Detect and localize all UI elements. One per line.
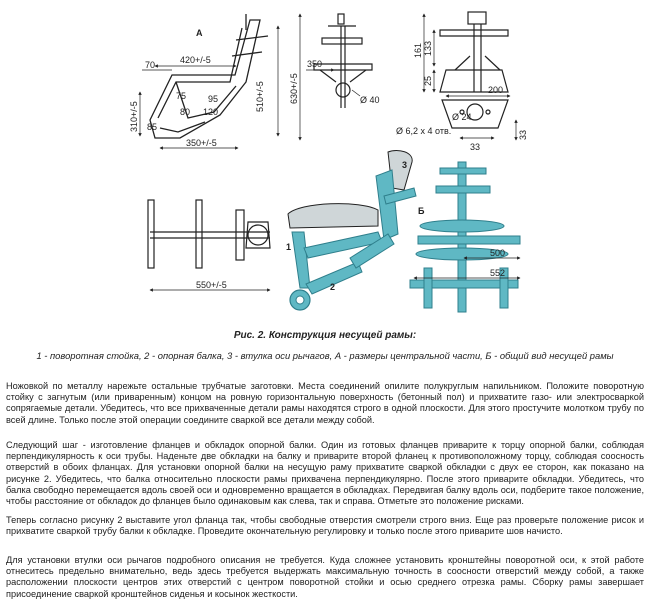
dim-350-bottom: 350+/-5: [186, 138, 217, 148]
label-b: Б: [418, 206, 425, 216]
drawing-frame-3d: [287, 149, 417, 311]
dim-133: 133: [423, 41, 433, 56]
dim-75: 75: [176, 91, 186, 101]
drawing-a-side-frame: [149, 14, 269, 139]
paragraph-flange-angle: Теперь согласно рисунку 2 выставите угол…: [6, 515, 644, 537]
dim-550: 550+/-5: [196, 280, 227, 290]
drawing-axle-beam: [147, 199, 271, 269]
dim-33-side: 33: [518, 130, 528, 140]
dim-d24: Ø 24: [452, 112, 472, 122]
dim-310: 310+/-5: [129, 101, 139, 132]
paragraph-cutting: Ножовкой по металлу нарежьте остальные т…: [6, 381, 644, 425]
callout-2: 2: [330, 282, 335, 292]
flange-dimension-lines: [422, 13, 518, 141]
dim-510: 510+/-5: [255, 81, 265, 112]
frame-construction-figure: А 420+/-5 70 75 95 80 120 85 310+/-5 350…: [129, 11, 528, 313]
paragraph-axle-bushing: Для установки втулки оси рычагов подробн…: [6, 555, 644, 599]
dim-70: 70: [145, 60, 155, 70]
dim-d62: Ø 6,2 x 4 отв.: [396, 126, 451, 136]
label-a: А: [196, 28, 203, 38]
dim-120: 120: [203, 107, 218, 117]
drawing-flange-bracket: [439, 11, 509, 129]
dim-25: 25: [423, 76, 433, 86]
figure-legend: 1 - поворотная стойка, 2 - опорная балка…: [36, 350, 614, 361]
dim-d40: Ø 40: [360, 95, 380, 105]
dim-500: 500: [490, 248, 505, 258]
drawing-a-dimension-lines: [138, 25, 280, 150]
dim-161: 161: [413, 43, 423, 58]
dim-85: 85: [147, 122, 157, 132]
drawing-b-dimension-lines: [413, 256, 521, 280]
dim-350: 350: [307, 59, 322, 69]
dim-552: 552: [490, 268, 505, 278]
dim-630: 630+/-5: [289, 73, 299, 104]
paragraph-flanges: Следующий шаг - изготовление фланцев и о…: [6, 440, 644, 507]
figure-caption: Рис. 2. Конструкция несущей рамы:: [233, 330, 417, 341]
dim-80: 80: [180, 107, 190, 117]
dim-33-bottom: 33: [470, 142, 480, 152]
dim-95: 95: [208, 94, 218, 104]
drawing-b-general-view: [409, 161, 521, 313]
post-dimension-lines: [298, 13, 361, 141]
dim-420: 420+/-5: [180, 55, 211, 65]
callout-3: 3: [402, 160, 407, 170]
dim-200: 200: [488, 85, 503, 95]
callout-1: 1: [286, 242, 291, 252]
drawing-post-front: [313, 13, 373, 108]
